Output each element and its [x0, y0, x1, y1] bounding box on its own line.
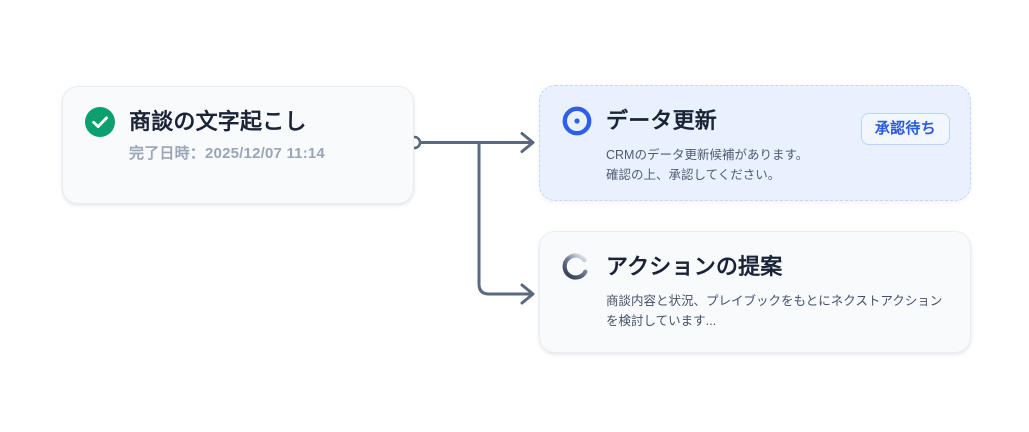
- card-body: データ更新 承認待ち CRMのデータ更新候補があります。 確認の上、承認してくだ…: [540, 86, 970, 200]
- card-description: CRMのデータ更新候補があります。 確認の上、承認してください。: [606, 145, 948, 186]
- card-title: データ更新: [606, 108, 718, 133]
- node-card-data-update[interactable]: データ更新 承認待ち CRMのデータ更新候補があります。 確認の上、承認してくだ…: [539, 85, 971, 201]
- card-header: データ更新: [562, 106, 948, 136]
- card-body: アクションの提案 商談内容と状況、プレイブックをもとにネクストアクション を検討…: [540, 232, 970, 352]
- card-description-line2: を検討しています...: [606, 314, 717, 329]
- status-badge[interactable]: 承認待ち: [860, 113, 950, 145]
- node-card-transcription[interactable]: 商談の文字起こし 完了日時：2025/12/07 11:14: [62, 86, 414, 204]
- card-header: 商談の文字起こし: [85, 107, 391, 137]
- card-description-line2: 確認の上、承認してください。: [606, 168, 781, 183]
- card-body: 商談の文字起こし 完了日時：2025/12/07 11:14: [63, 87, 413, 203]
- connector-arrowhead-top: [520, 132, 535, 153]
- check-circle-icon: [85, 107, 115, 137]
- card-title: アクションの提案: [606, 254, 783, 279]
- connector-arrowhead-bottom: [520, 283, 535, 305]
- card-title: 商談の文字起こし: [129, 109, 307, 134]
- card-description: 商談内容と状況、プレイブックをもとにネクストアクション を検討しています...: [606, 291, 948, 332]
- card-description-line1: 商談内容と状況、プレイブックをもとにネクストアクション: [606, 294, 943, 308]
- connector-to-action-proposal: [477, 141, 533, 296]
- spinner-icon: [562, 253, 588, 280]
- node-card-action-proposal[interactable]: アクションの提案 商談内容と状況、プレイブックをもとにネクストアクション を検討…: [539, 231, 971, 353]
- completion-timestamp: 完了日時：2025/12/07 11:14: [129, 145, 325, 162]
- card-description-line1: CRMのデータ更新候補があります。: [606, 148, 809, 162]
- card-header: アクションの提案: [562, 252, 948, 282]
- target-circle-icon: [562, 106, 592, 136]
